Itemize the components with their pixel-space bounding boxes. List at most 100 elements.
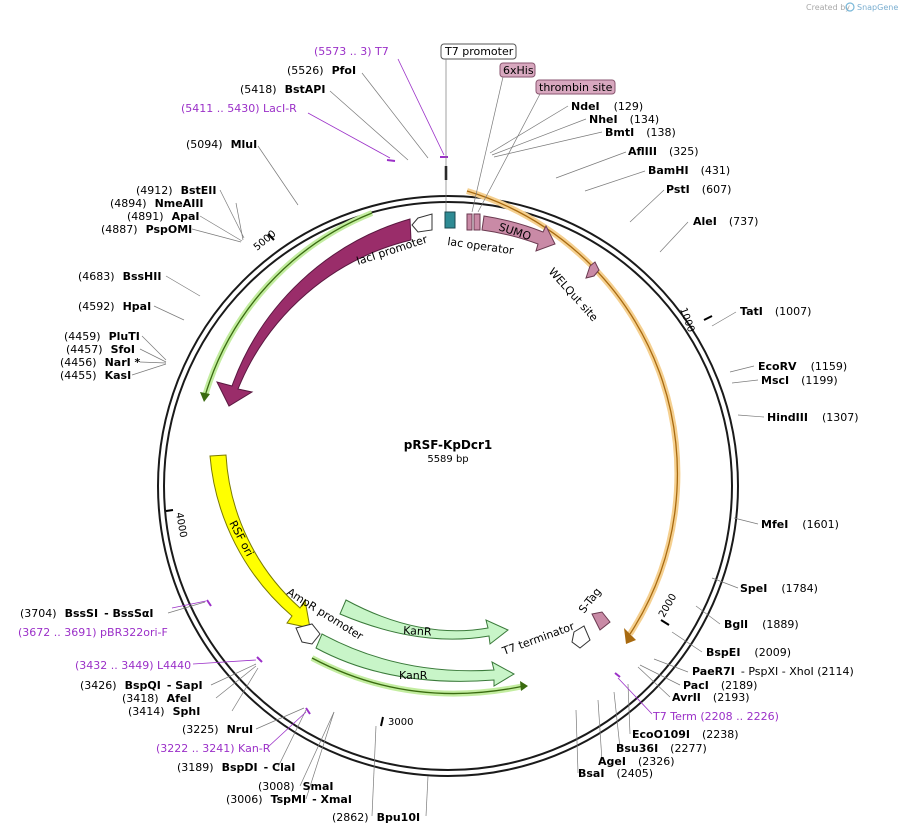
- site-ndei: NdeI(129): [571, 100, 643, 113]
- svg-text:(4592)HpaI: (4592)HpaI: [78, 300, 151, 313]
- svg-text:(3189)BspDI- ClaI: (3189)BspDI- ClaI: [177, 761, 295, 774]
- site-bsteii: (4912)BstEII: [136, 184, 216, 197]
- site-bsshii: (4683)BssHII: [78, 270, 161, 283]
- t7-terminator-arrow: T7 terminator: [500, 620, 591, 659]
- primer-t7: (5573 .. 3) T7: [314, 45, 389, 58]
- kanr-label-1: KanR: [403, 624, 432, 638]
- site-psti: PstI(607): [666, 183, 731, 196]
- svg-text:AvrII(2193): AvrII(2193): [672, 691, 749, 704]
- svg-text:SpeI(1784): SpeI(1784): [740, 582, 818, 595]
- site-bgli: BglI(1889): [724, 618, 799, 631]
- site-nhei: NheI(134): [589, 113, 659, 126]
- site-smai: (3008)SmaI: [258, 780, 333, 793]
- svg-text:(4894)NmeAIII: (4894)NmeAIII: [110, 197, 204, 210]
- welqut-site-mark: WELQut site: [546, 261, 601, 324]
- snapgene-brand: SnapGene: [857, 3, 898, 12]
- primer-laci-r: (5411 .. 5430) LacI-R: [181, 102, 297, 115]
- svg-text:EcoO109I(2238): EcoO109I(2238): [632, 728, 739, 741]
- site-bstapi: (5418)BstAPI: [240, 83, 325, 96]
- primer-kan-r: (3222 .. 3241) Kan-R: [156, 742, 271, 755]
- site-nari: (4456)NarI *: [60, 356, 141, 369]
- orange-highlight-arc: [466, 188, 681, 644]
- primer-pbr322ori-f: (3672 .. 3691) pBR322ori-F: [18, 626, 168, 639]
- svg-text:BglI(1889): BglI(1889): [724, 618, 799, 631]
- site-hindiii: HindIII(1307): [767, 411, 859, 424]
- svg-text:BspEI(2009): BspEI(2009): [706, 646, 791, 659]
- kanr-green-highlight: [310, 655, 528, 697]
- svg-text:AgeI(2326): AgeI(2326): [598, 755, 675, 768]
- primer-l4440: (3432 .. 3449) L4440: [75, 659, 191, 672]
- svg-text:PacI(2189): PacI(2189): [683, 679, 757, 692]
- backbone-inner-ring: [163, 201, 733, 771]
- svg-text:(3008)SmaI: (3008)SmaI: [258, 780, 333, 793]
- svg-text:NdeI(129): NdeI(129): [571, 100, 643, 113]
- site-tati: TatI(1007): [740, 305, 811, 318]
- svg-text:MscI(1199): MscI(1199): [761, 374, 838, 387]
- svg-text:BamHI(431): BamHI(431): [648, 164, 730, 177]
- site-sfoi: (4457)SfoI: [66, 343, 135, 356]
- site-sphi: (3414)SphI: [128, 705, 200, 718]
- site-msci: MscI(1199): [761, 374, 838, 387]
- site-hpai: (4592)HpaI: [78, 300, 151, 313]
- site-spei: SpeI(1784): [740, 582, 818, 595]
- t7-promoter-box: T7 promoter: [440, 43, 517, 60]
- site-bsssi: (3704)BssSI- BssSαI: [20, 607, 154, 620]
- tag-leader-lines: [445, 59, 541, 213]
- 6xhis-box: 6xHis: [499, 62, 536, 78]
- site-bspdi: (3189)BspDI- ClaI: [177, 761, 295, 774]
- tick-3000: 3000: [388, 717, 413, 728]
- site-bpu10i: (2862)Bpu10I: [332, 811, 420, 824]
- svg-text:thrombin site: thrombin site: [539, 81, 613, 94]
- site-tspmi: (3006)TspMI- XmaI: [226, 793, 352, 806]
- svg-text:(5418)BstAPI: (5418)BstAPI: [240, 83, 325, 96]
- site-nmeaiii: (4894)NmeAIII: [110, 197, 204, 210]
- svg-text:(4459)PluTI: (4459)PluTI: [64, 330, 140, 343]
- site-alei: AleI(737): [693, 215, 758, 228]
- site-pluti: (4459)PluTI: [64, 330, 140, 343]
- site-paer7i: PaeR7I- PspXI - XhoI (2114): [692, 665, 854, 678]
- svg-text:HindIII(1307): HindIII(1307): [767, 411, 859, 424]
- site-ecorv: EcoRV(1159): [758, 360, 847, 373]
- svg-text:EcoRV(1159): EcoRV(1159): [758, 360, 847, 373]
- svg-text:(3704)BssSI- BssSαI: (3704)BssSI- BssSαI: [20, 607, 154, 620]
- svg-text:(2862)Bpu10I: (2862)Bpu10I: [332, 811, 420, 824]
- plasmid-size: 5589 bp: [427, 454, 468, 465]
- thrombin-site-box: thrombin site: [535, 79, 616, 95]
- svg-text:(4683)BssHII: (4683)BssHII: [78, 270, 161, 283]
- svg-text:(3418)AfeI: (3418)AfeI: [122, 692, 191, 705]
- svg-text:TatI(1007): TatI(1007): [740, 305, 811, 318]
- tick-5000: 5000: [252, 229, 279, 254]
- sumo-arrow: SUMO: [481, 215, 556, 252]
- svg-text:(4457)SfoI: (4457)SfoI: [66, 343, 135, 356]
- svg-text:BsaI(2405): BsaI(2405): [578, 767, 653, 780]
- svg-text:BmtI(138): BmtI(138): [605, 126, 676, 139]
- his-thrombin-marks: [466, 213, 481, 231]
- site-ecoo109i: EcoO109I(2238): [632, 728, 739, 741]
- svg-text:(4912)BstEII: (4912)BstEII: [136, 184, 216, 197]
- site-pfoi: (5526)PfoI: [287, 64, 356, 77]
- site-pspomi: (4887)PspOMI: [101, 223, 192, 236]
- site-afei: (3418)AfeI: [122, 692, 191, 705]
- svg-text:(3426)BspQI- SapI: (3426)BspQI- SapI: [80, 679, 203, 692]
- green-highlight-laci-arc: [200, 210, 374, 402]
- site-bmti: BmtI(138): [605, 126, 676, 139]
- svg-text:(3414)SphI: (3414)SphI: [128, 705, 200, 718]
- created-by-text: Created by: [806, 3, 850, 12]
- primer-t7-term: T7 Term (2208 .. 2226): [652, 710, 779, 723]
- tick-1000: 1000: [677, 306, 696, 334]
- s-tag-label: S-Tag: [576, 585, 604, 616]
- t7-terminator-label: T7 terminator: [500, 620, 577, 659]
- svg-text:(4456)NarI *: (4456)NarI *: [60, 356, 141, 369]
- backbone-outer-ring: [157, 195, 739, 777]
- site-nrui: (3225)NruI: [182, 723, 253, 736]
- svg-text:PstI(607): PstI(607): [666, 183, 731, 196]
- tick-2000: 2000: [657, 592, 679, 620]
- svg-text:(4455)KasI: (4455)KasI: [60, 369, 131, 382]
- svg-text:AleI(737): AleI(737): [693, 215, 758, 228]
- svg-text:(5526)PfoI: (5526)PfoI: [287, 64, 356, 77]
- site-apai: (4891)ApaI: [127, 210, 199, 223]
- site-leader-lines: [131, 58, 765, 817]
- kanr-arrow-1: KanR: [339, 599, 509, 645]
- site-afliii: AflIII(325): [628, 145, 699, 158]
